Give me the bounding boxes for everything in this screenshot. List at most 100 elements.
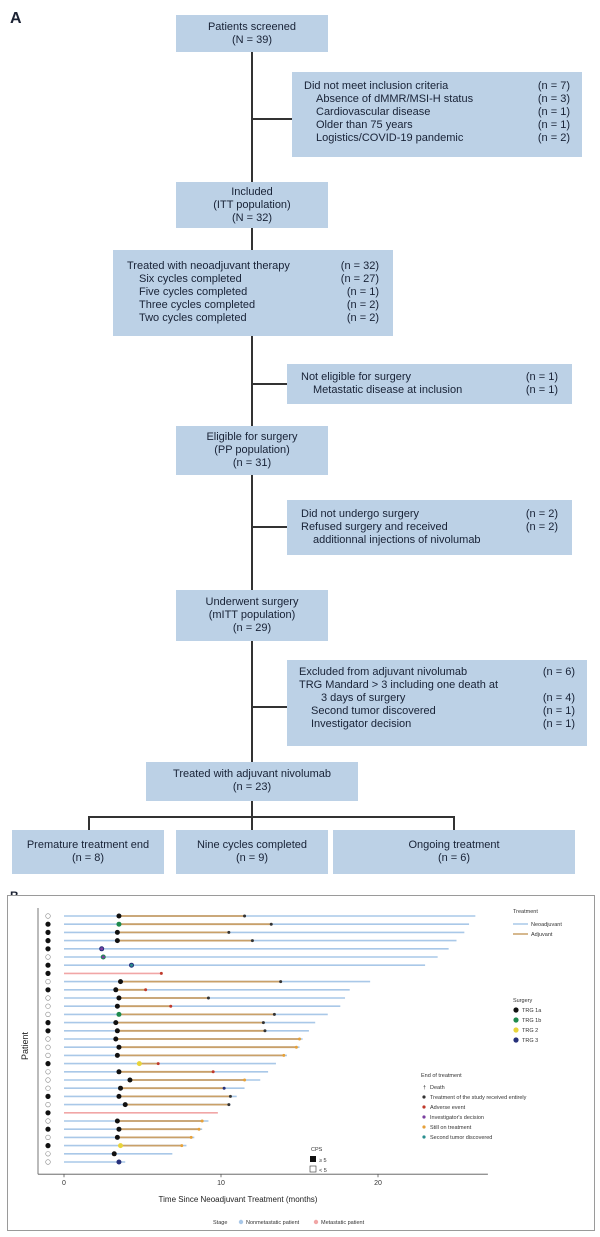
x-tick-label: 20 [374, 1180, 382, 1187]
neoadjuvant-therapy-box: Treated with neoadjuvant therapy(n = 32)… [113, 250, 393, 336]
surgery-marker [114, 929, 120, 935]
nine-cycles-title: Nine cycles completed [196, 839, 308, 851]
legend-death-label: Death [430, 1085, 445, 1091]
legend-trg1b-marker [513, 1017, 519, 1023]
legend-surgery-title: Surgery [513, 998, 533, 1004]
eligible-title: Eligible for surgery [206, 431, 298, 443]
end-of-treatment-marker [294, 1045, 298, 1049]
legend-trg1a-marker [513, 1007, 519, 1013]
surgery-marker [111, 1151, 117, 1157]
end-of-treatment-marker [169, 1004, 173, 1008]
surgery-marker [136, 1061, 142, 1067]
legend-death-marker: † [423, 1085, 426, 1091]
neoadjuvant-row-label: Treated with neoadjuvant therapy [127, 260, 290, 272]
surgery-marker [114, 1134, 120, 1140]
x-tick-label: 0 [62, 1180, 66, 1187]
neoadjuvant-row-count: (n = 27) [340, 273, 379, 285]
premature-end-box: Premature treatment end (n = 8) [12, 830, 164, 874]
neoadjuvant-row-count: (n = 1) [346, 286, 379, 298]
cps-marker [45, 913, 51, 919]
panel-a-label: A [10, 10, 22, 27]
end-of-treatment-marker [211, 1070, 215, 1074]
legend-metastatic-label: Metastatic patient [321, 1220, 365, 1226]
connector-main-4 [251, 475, 253, 590]
x-axis-label: Time Since Neoadjuvant Treatment (months… [159, 1195, 318, 1204]
end-of-treatment-marker [189, 1135, 193, 1139]
connector-branch-4 [251, 706, 287, 708]
end-of-treatment-marker [263, 1029, 267, 1033]
surgery-marker [118, 1085, 124, 1091]
surgery-marker [116, 1069, 122, 1075]
cps-marker [45, 1019, 51, 1026]
connector-horizontal-bottom [88, 816, 455, 818]
included-title: Included [231, 186, 273, 198]
end-of-treatment-marker [130, 963, 134, 967]
legend-entire-label: Treatment of the study received entirely [430, 1095, 527, 1101]
ongoing-title: Ongoing treatment [408, 839, 500, 851]
surgery-marker [113, 1036, 119, 1042]
surgery-marker [116, 913, 122, 919]
legend-metastatic-marker [313, 1219, 319, 1225]
legend-second-tumor-label: Second tumor discovered [430, 1135, 492, 1141]
surgery-subtitle: (mITT population) [208, 609, 296, 621]
legend-nonmetastatic-label: Nonmetastatic patient [246, 1220, 300, 1226]
exclusion-row-count: (n = 7) [537, 80, 570, 92]
no-surgery-row-count: (n = 2) [525, 521, 558, 533]
surgery-marker [127, 1077, 133, 1083]
premature-n: (n = 8) [71, 852, 105, 864]
connector-main-5 [251, 641, 253, 762]
included-subtitle: (ITT population) [213, 199, 291, 211]
exclusion-row-label: Cardiovascular disease [316, 106, 431, 118]
not-eligible-row-label: Not eligible for surgery [301, 371, 412, 383]
end-of-treatment-marker [227, 1103, 231, 1107]
surgery-marker [116, 995, 122, 1001]
cps-marker [45, 1143, 51, 1149]
end-of-treatment-marker [243, 1078, 247, 1082]
surgery-marker [113, 1020, 119, 1026]
legend-trg2-label: TRG 2 [522, 1028, 538, 1034]
cps-marker [45, 1110, 51, 1116]
cps-marker [45, 1134, 51, 1140]
cps-marker [45, 1118, 51, 1124]
exclusion-row-label: Did not meet inclusion criteria [304, 80, 449, 92]
not-eligible-row-count: (n = 1) [525, 384, 558, 396]
end-of-treatment-marker [250, 939, 254, 943]
excluded-adjuvant-row-count: (n = 6) [542, 666, 575, 678]
cps-marker [45, 1036, 51, 1042]
surgery-marker [114, 938, 120, 944]
underwent-surgery-box: Underwent surgery (mITT population) (n =… [176, 590, 328, 641]
exclusion-row-count: (n = 1) [537, 106, 570, 118]
exclusion-row-count: (n = 2) [537, 132, 570, 144]
exclusion-row-label: Logistics/COVID-19 pandemic [316, 132, 464, 144]
surgery-marker [116, 1159, 122, 1165]
y-axis-label: Patient [20, 1031, 30, 1060]
not-eligible-row-label: Metastatic disease at inclusion [313, 384, 463, 396]
patients-screened-box: Patients screened (N = 39) [176, 15, 328, 52]
legend-cps-low-label: < 5 [319, 1168, 327, 1174]
cps-marker [45, 929, 51, 936]
neoadjuvant-row-label: Five cycles completed [139, 286, 248, 298]
cps-marker [45, 1061, 51, 1067]
legend-cps-high-label: ≥ 5 [319, 1158, 327, 1164]
cps-marker [45, 1151, 51, 1157]
no-surgery-row-count: (n = 2) [525, 508, 558, 520]
connector-branch-3 [251, 526, 287, 528]
end-of-treatment-marker [282, 1053, 286, 1057]
connector-drop-left [88, 816, 90, 830]
surgery-marker [116, 1126, 122, 1132]
adjuvant-n: (n = 23) [232, 781, 272, 793]
cps-marker [45, 954, 51, 960]
x-tick-label: 10 [217, 1180, 225, 1187]
not-eligible-box: Not eligible for surgery (n = 1) Metastat… [287, 364, 572, 404]
legend-trg1b-label: TRG 1b [522, 1018, 541, 1024]
excluded-adjuvant-row-label: Second tumor discovered [311, 705, 436, 717]
connector-branch-2 [251, 383, 287, 385]
no-surgery-row-label: additionnal injections of nivolumab [313, 534, 481, 546]
excluded-adjuvant-row-label: 3 days of surgery [321, 692, 406, 704]
surgery-marker [114, 1118, 120, 1124]
cps-marker [45, 962, 51, 968]
excluded-adjuvant-row-count: (n = 4) [542, 692, 575, 704]
connector-drop-center [251, 816, 253, 830]
swimmer-plot-panel: 0 10 20 Patient Time Since Neoadjuvant Tre… [7, 895, 595, 1231]
surgery-n: (n = 29) [232, 622, 272, 634]
